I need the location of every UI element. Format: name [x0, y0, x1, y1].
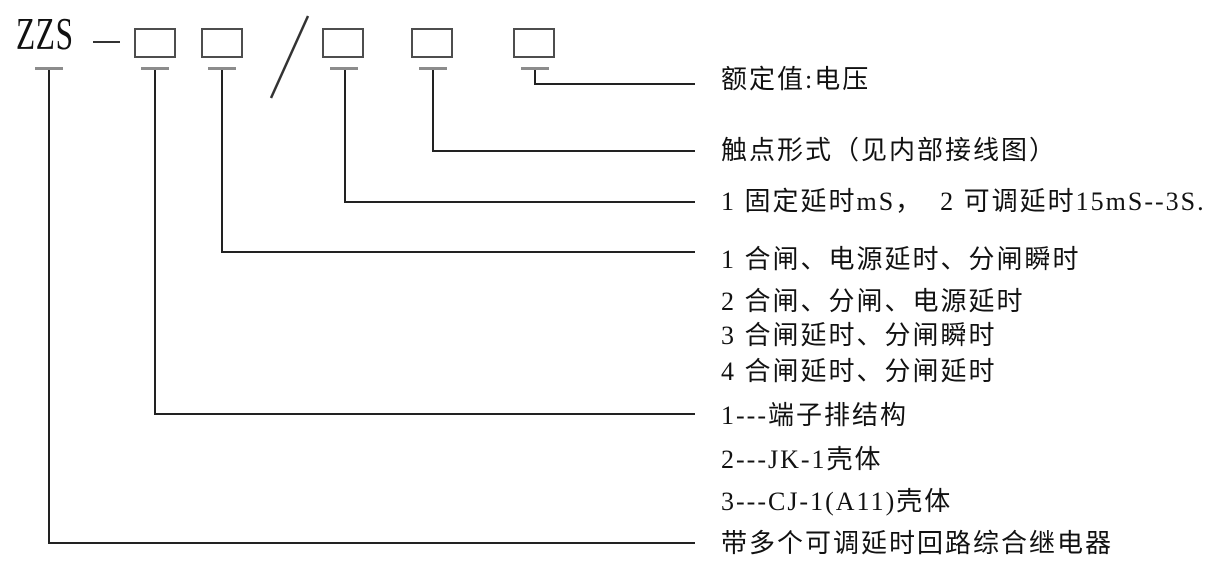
label-function-option-2: 2 合闸、分闸、电源延时 — [721, 287, 1025, 316]
tick-box-1 — [141, 67, 169, 70]
tick-box-3 — [330, 67, 358, 70]
connector-box5-horizontal — [534, 83, 695, 85]
tick-box-2 — [208, 67, 236, 70]
connector-box1-vertical — [154, 70, 156, 413]
label-rated-value: 额定值:电压 — [721, 65, 871, 94]
connector-box4-horizontal — [432, 150, 695, 152]
label-delay-type: 1 固定延时mS， 2 可调延时15mS--3S. — [721, 187, 1206, 216]
tick-box-4 — [419, 67, 447, 70]
model-prefix: ZZS — [16, 8, 74, 59]
label-structure-option-2: 2---JK-1壳体 — [721, 445, 883, 474]
connector-box2-vertical — [221, 70, 223, 251]
connector-box1-horizontal — [154, 413, 695, 415]
tick-box-5 — [521, 67, 549, 70]
connector-box3-horizontal — [344, 201, 695, 203]
tick-prefix — [35, 67, 63, 70]
label-structure-option-3: 3---CJ-1(A11)壳体 — [721, 487, 953, 516]
label-structure-option-1: 1---端子排结构 — [721, 401, 908, 430]
connector-box2-horizontal — [221, 251, 695, 253]
label-function-option-3: 3 合闸延时、分闸瞬时 — [721, 321, 997, 350]
code-box-5 — [513, 28, 555, 58]
code-box-4 — [411, 28, 453, 58]
label-function-option-4: 4 合闸延时、分闸延时 — [721, 357, 997, 386]
prefix-dash — [93, 41, 120, 43]
connector-prefix-vertical — [48, 70, 50, 542]
code-box-3 — [322, 28, 364, 58]
slash-separator — [269, 15, 310, 99]
connector-box4-vertical — [432, 70, 434, 150]
label-contact-form: 触点形式（见内部接线图） — [721, 136, 1058, 165]
connector-prefix-horizontal — [48, 542, 695, 544]
label-series-name: 带多个可调延时回路综合继电器 — [721, 529, 1114, 558]
code-box-2 — [201, 28, 243, 58]
code-box-1 — [134, 28, 176, 58]
label-function-option-1: 1 合闸、电源延时、分闸瞬时 — [721, 245, 1081, 274]
connector-box3-vertical — [344, 70, 346, 201]
connector-box5-vertical — [534, 70, 536, 83]
